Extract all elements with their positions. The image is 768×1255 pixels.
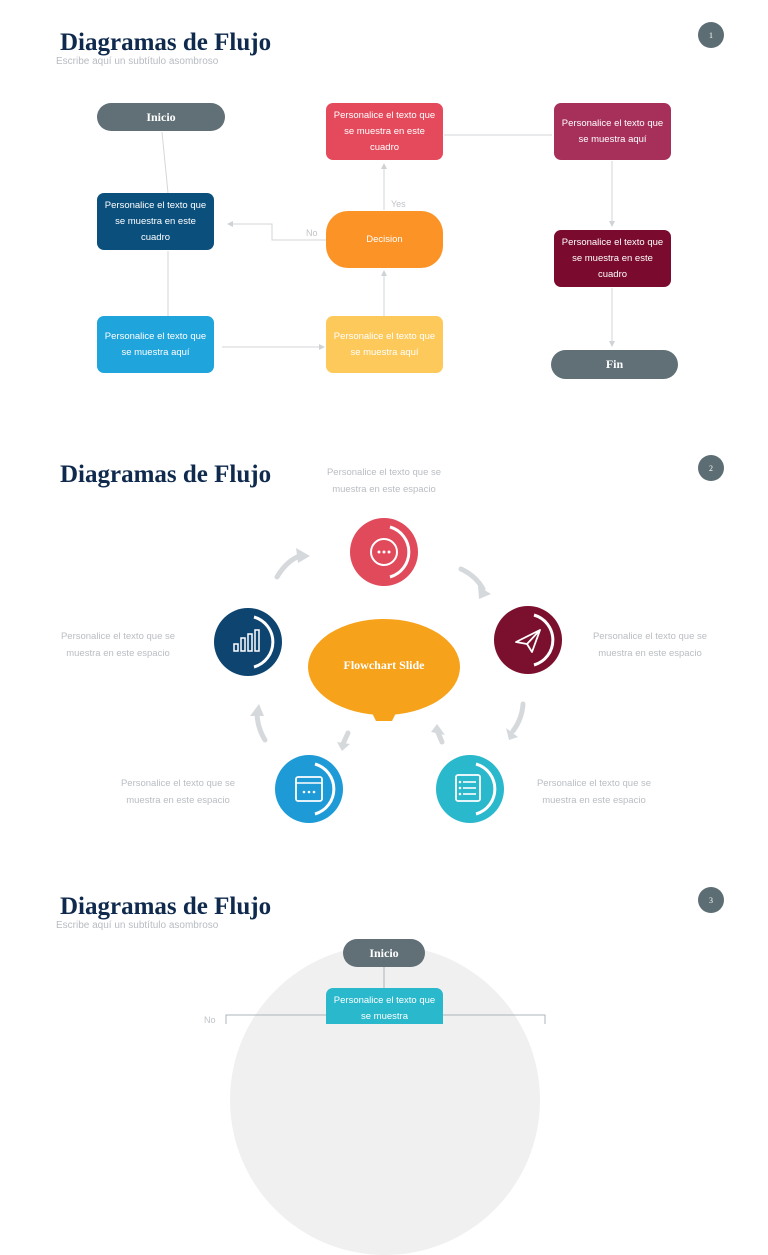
process-box-red: Personalice el texto que se muestra en e… (326, 103, 443, 160)
process-box-yellow: Personalice el texto que se muestra aquí (326, 316, 443, 373)
slide-title: Diagramas de Flujo (60, 893, 272, 920)
description-bottom-left: Personalice el texto que se muestra en e… (120, 778, 236, 806)
cycle-arrows (250, 548, 526, 751)
start-terminal: Inicio (97, 103, 225, 131)
description-left: Personalice el texto que se muestra en e… (60, 631, 176, 659)
page-number-badge: 3 (698, 887, 724, 913)
decision-node: Decision (326, 211, 443, 268)
slide-3: Diagramas de Flujo Escribe aquí un subtí… (0, 870, 768, 1024)
page-number-badge: 1 (698, 22, 724, 48)
yes-label: Yes (391, 199, 406, 209)
slide-title: Diagramas de Flujo (60, 461, 272, 488)
browser-window-icon (295, 776, 323, 802)
page-number-badge: 2 (698, 455, 724, 481)
slide-subtitle: Escribe aquí un subtítulo asombroso (56, 56, 219, 67)
description-bottom-right: Personalice el texto que se muestra en e… (536, 778, 652, 806)
paper-plane-icon (515, 629, 541, 653)
checklist-icon (455, 774, 481, 802)
checklist-node (436, 755, 504, 823)
slide-1: Diagramas de Flujo Escribe aquí un subtí… (0, 0, 768, 420)
bar-chart-icon (233, 629, 260, 652)
slide-2: Diagramas de Flujo 2 (0, 430, 768, 860)
browser-window-node (275, 755, 343, 823)
description-top: Personalice el texto que se muestra en e… (326, 467, 442, 495)
process-box-wine: Personalice el texto que se muestra en e… (554, 230, 671, 287)
no-label: No (306, 228, 318, 238)
process-box-maroon: Personalice el texto que se muestra aquí (554, 103, 671, 160)
center-label: Flowchart Slide (343, 658, 425, 672)
slide-title: Diagramas de Flujo (60, 29, 272, 56)
chat-icon (370, 538, 398, 566)
flow-connectors (161, 131, 615, 350)
process-box-sky: Personalice el texto que se muestra aquí (97, 316, 214, 373)
end-terminal: Fin (551, 350, 678, 379)
process-box-teal: Personalice el texto que se muestra (326, 988, 443, 1024)
paper-plane-node (494, 606, 562, 674)
slide3-connectors (225, 966, 546, 1024)
no-label: No (204, 1015, 216, 1025)
slide-subtitle: Escribe aquí un subtítulo asombroso (56, 920, 219, 931)
bar-chart-node (214, 608, 282, 676)
start-terminal: Inicio (343, 939, 425, 967)
description-right: Personalice el texto que se muestra en e… (592, 631, 708, 659)
chat-node (350, 518, 418, 586)
center-speech-bubble (308, 619, 460, 721)
process-box-navy: Personalice el texto que se muestra en e… (97, 193, 214, 250)
